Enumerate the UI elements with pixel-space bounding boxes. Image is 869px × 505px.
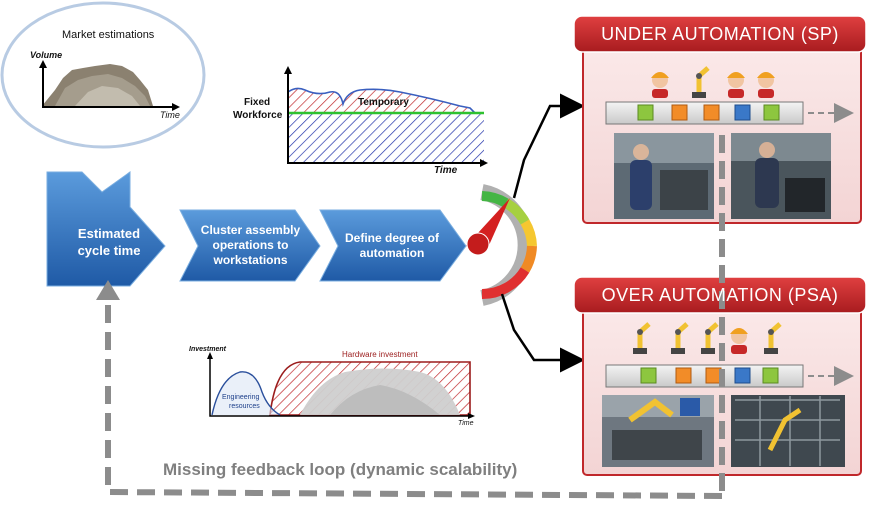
station-orange xyxy=(705,367,722,384)
step-define-automation: Define degree of automation xyxy=(344,231,440,260)
step-estimated-line2: cycle time xyxy=(77,243,141,258)
worker-icon-2 xyxy=(727,72,745,98)
arrow-to-under xyxy=(512,93,585,199)
market-volume-curve xyxy=(42,64,153,106)
under-panel-title: UNDER AUTOMATION (SP) xyxy=(601,23,839,44)
robot-icon-3 xyxy=(671,322,689,354)
station-green xyxy=(763,104,780,121)
worker-icon-1 xyxy=(651,72,669,98)
robot-icon-5 xyxy=(764,322,782,354)
over-photo-right xyxy=(731,395,845,467)
market-title: Market estimations xyxy=(62,29,155,41)
workforce-xlabel: Time xyxy=(434,165,458,176)
over-panel-title: OVER AUTOMATION (PSA) xyxy=(601,284,839,305)
robot-icon-4 xyxy=(701,322,719,354)
over-station-strip xyxy=(605,364,854,388)
step-cluster-operations: Cluster assembly operations to workstati… xyxy=(200,222,301,267)
under-operators-row xyxy=(651,66,775,98)
over-operators-row xyxy=(633,322,782,354)
market-axes xyxy=(42,64,176,108)
automation-gauge xyxy=(466,184,537,306)
workforce-ylabel-2: Workforce xyxy=(233,110,283,121)
workforce-chart xyxy=(284,66,488,167)
station-blue xyxy=(734,104,751,121)
step-estimated-shape xyxy=(46,171,166,287)
market-xlabel: Time xyxy=(160,110,180,120)
investment-ylabel: Investment xyxy=(189,346,226,353)
station-orange xyxy=(703,104,720,121)
step-define-shape xyxy=(319,209,467,282)
under-photo-left xyxy=(614,133,714,219)
step-cluster-shape xyxy=(179,209,321,282)
feedback-loop-label: Missing feedback loop (dynamic scalabili… xyxy=(163,460,518,479)
feedback-loop-arrow xyxy=(105,296,723,499)
station-orange xyxy=(671,104,688,121)
robot-icon-1 xyxy=(692,66,710,98)
investment-xlabel: Time xyxy=(458,420,474,427)
robot-icon-2 xyxy=(633,322,651,354)
engineering-label-1: Engineering xyxy=(222,394,260,401)
worker-icon-4 xyxy=(730,328,748,354)
station-green xyxy=(640,367,657,384)
temporary-label: Temporary xyxy=(358,97,409,108)
under-station-strip xyxy=(605,101,854,125)
arrow-to-over xyxy=(500,293,585,373)
workforce-ylabel-1: Fixed xyxy=(244,97,271,108)
feedback-arrowhead xyxy=(96,280,120,300)
under-photo-right xyxy=(731,133,831,219)
station-orange xyxy=(675,367,692,384)
investment-chart xyxy=(207,352,475,419)
engineering-label-2: resources xyxy=(229,403,260,410)
worker-icon-3 xyxy=(757,72,775,98)
step-estimated-cycle-time: Estimated cycle time xyxy=(56,222,162,262)
station-blue xyxy=(734,367,751,384)
station-green xyxy=(762,367,779,384)
step-estimated-line1: Estimated xyxy=(77,226,141,241)
hardware-investment-label: Hardware investment xyxy=(342,350,418,359)
market-ylabel: Volume xyxy=(30,50,63,60)
over-photo-left xyxy=(602,395,714,467)
station-green xyxy=(637,104,654,121)
